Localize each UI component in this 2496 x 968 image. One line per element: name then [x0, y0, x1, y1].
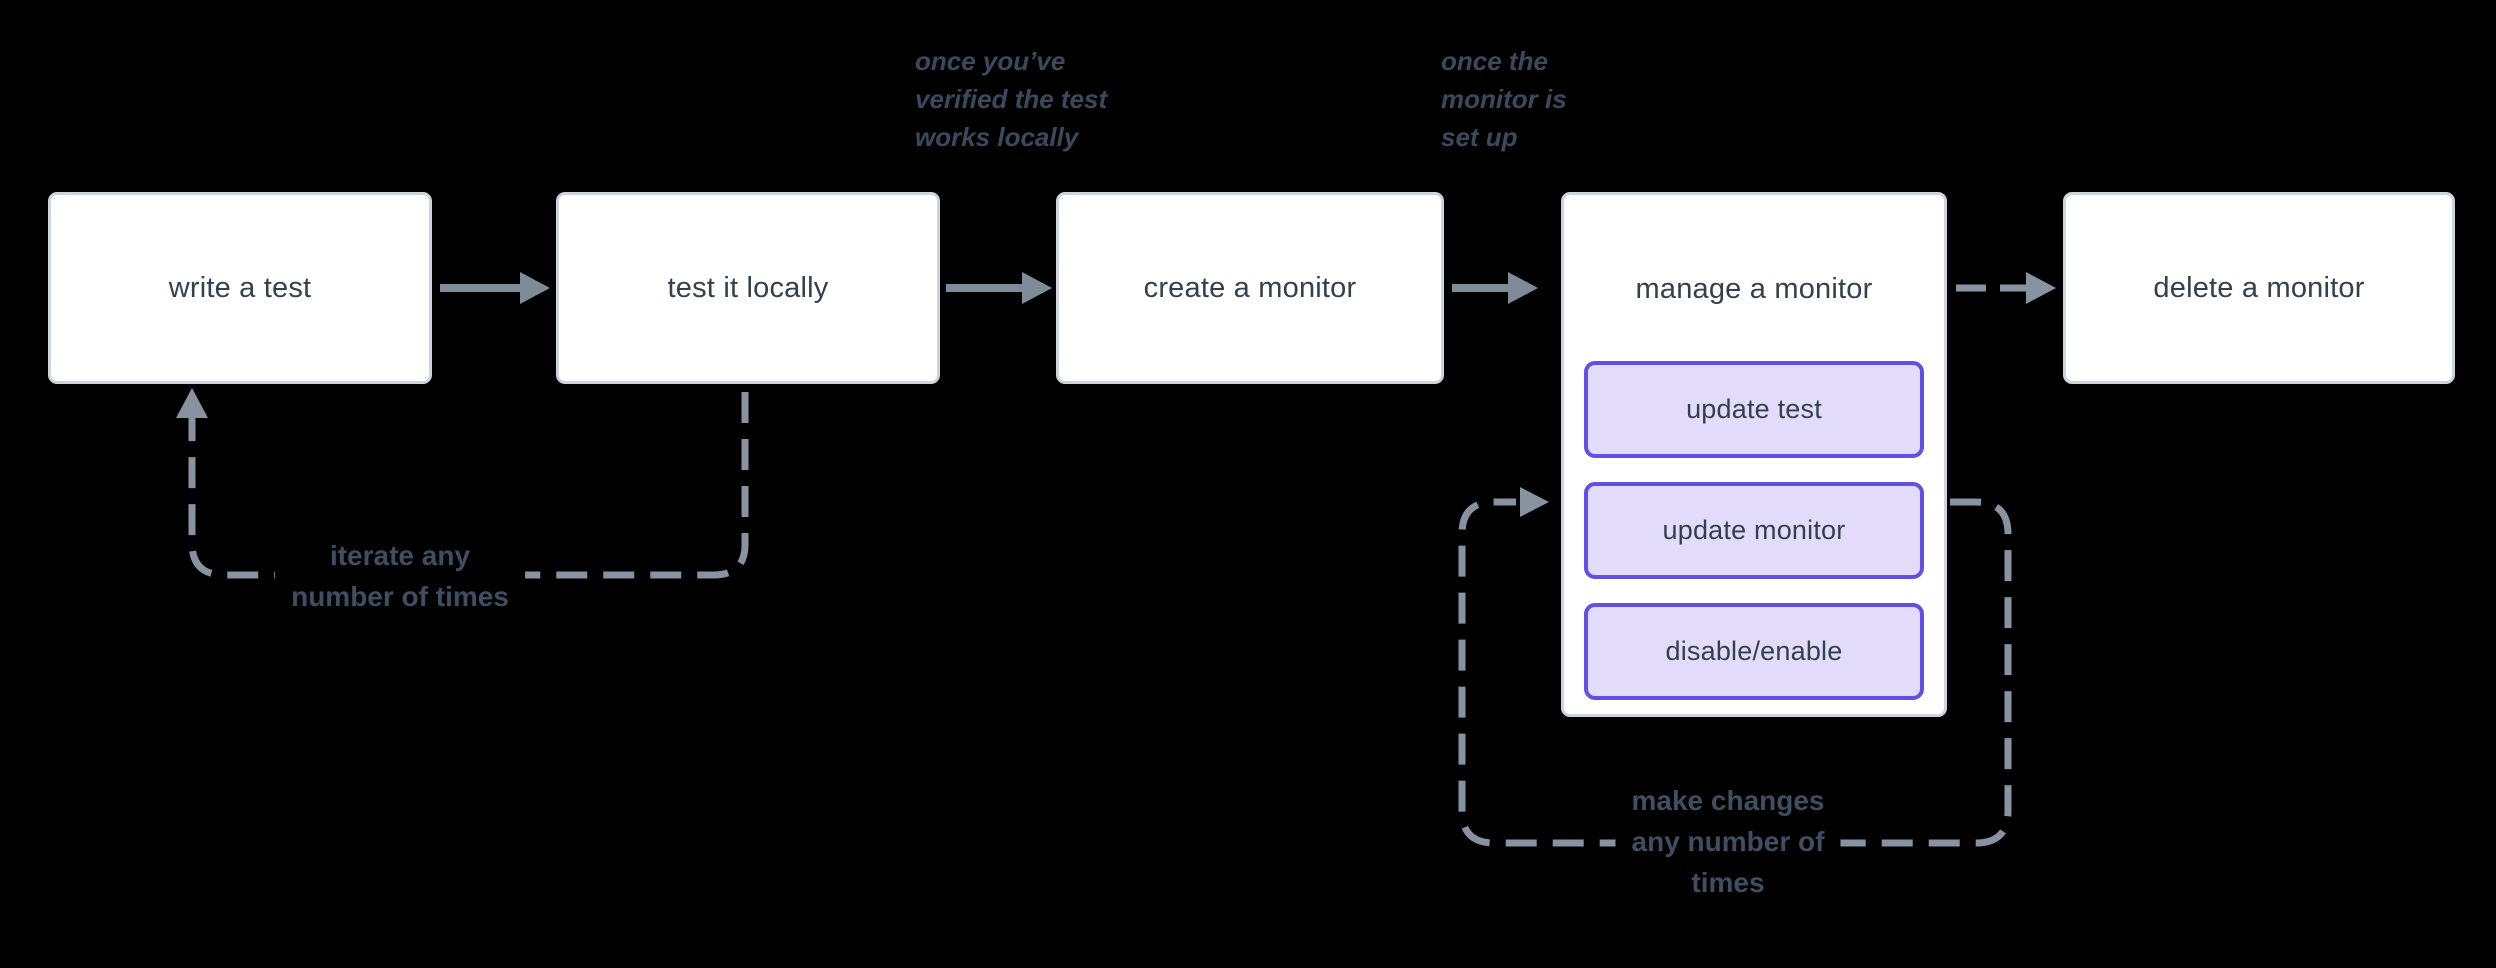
node-test-it-locally: test it locally — [556, 192, 940, 384]
subnode-update-monitor-label: update monitor — [1662, 515, 1846, 545]
node-delete-a-monitor: delete a monitor — [2063, 192, 2455, 384]
subnode-update-test-label: update test — [1686, 394, 1822, 424]
loop-label-iterate: iterate any number of times — [275, 531, 525, 621]
node-delete-a-monitor-label: delete a monitor — [2153, 271, 2365, 304]
arrow-manage-to-delete-head-icon — [2026, 272, 2056, 304]
node-write-a-test: write a test — [48, 192, 432, 384]
node-manage-a-monitor-label: manage a monitor — [1635, 272, 1873, 305]
node-create-a-monitor: create a monitor — [1056, 192, 1444, 384]
arrow-create-to-manage-head-icon — [1508, 272, 1538, 304]
node-test-it-locally-label: test it locally — [667, 271, 829, 304]
loop-label-make-changes: make changes any number of times — [1615, 776, 1841, 907]
loop-make-changes-path — [1458, 498, 2012, 847]
loop-iterate-head-icon — [176, 388, 208, 418]
node-manage-a-monitor: manage a monitor update test update moni… — [1561, 192, 1947, 717]
arrow-test-to-create-head-icon — [1022, 272, 1052, 304]
subnode-update-monitor: update monitor — [1584, 482, 1924, 579]
manage-actions-list: update test update monitor disable/enabl… — [1564, 361, 1944, 700]
node-create-a-monitor-label: create a monitor — [1143, 271, 1357, 304]
subnode-disable-enable-label: disable/enable — [1665, 636, 1843, 666]
subnode-disable-enable: disable/enable — [1584, 603, 1924, 700]
loop-make-changes-head-icon — [1520, 487, 1549, 517]
arrow-write-to-test-head-icon — [520, 272, 550, 304]
node-write-a-test-label: write a test — [168, 271, 312, 304]
annotation-once-verified: once you’ve verified the test works loca… — [915, 46, 1108, 152]
annotation-once-monitor-set-up: once the monitor is set up — [1441, 46, 1567, 152]
subnode-update-test: update test — [1584, 361, 1924, 458]
